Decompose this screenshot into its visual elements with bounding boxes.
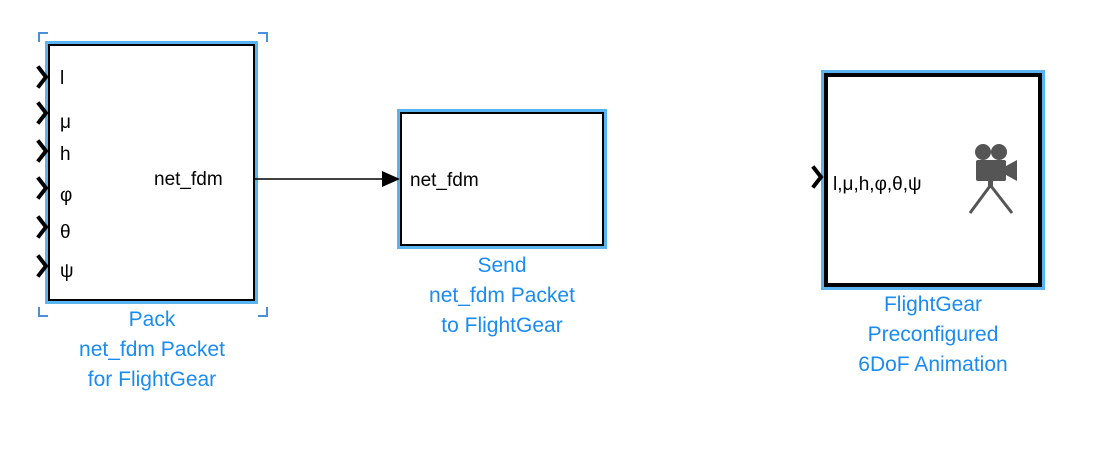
- animation-input-port[interactable]: [811, 165, 824, 189]
- signal-arrowhead: [382, 171, 400, 187]
- pack-input-port-1[interactable]: [36, 65, 49, 89]
- animation-input-label: l,μ,h,φ,θ,ψ: [833, 174, 922, 195]
- selection-handle-bottom-right[interactable]: [258, 307, 268, 317]
- pack-input-port-3[interactable]: [36, 139, 49, 163]
- animation-block-label: FlightGear Preconfigured 6DoF Animation: [813, 290, 1053, 380]
- selection-handle-top-left[interactable]: [38, 32, 48, 42]
- pack-input-label-phi: φ: [60, 185, 73, 206]
- selection-handle-bottom-left[interactable]: [38, 307, 48, 317]
- send-label-line-1: Send: [477, 254, 527, 277]
- pack-input-port-6[interactable]: [36, 254, 49, 278]
- pack-input-label-l: l: [60, 68, 65, 89]
- pack-input-label-theta: θ: [60, 222, 71, 243]
- send-input-label: net_fdm: [410, 170, 479, 191]
- pack-input-port-4[interactable]: [36, 176, 49, 200]
- pack-input-port-5[interactable]: [36, 215, 49, 239]
- animation-label-line-3: 6DoF Animation: [858, 353, 1008, 376]
- pack-input-label-h: h: [60, 144, 71, 165]
- pack-input-port-2[interactable]: [36, 101, 49, 125]
- pack-label-line-2: net_fdm Packet: [79, 338, 225, 361]
- animation-label-line-1: FlightGear: [883, 293, 983, 316]
- selection-handle-top-right[interactable]: [258, 32, 268, 42]
- pack-label-line-3: for FlightGear: [87, 368, 217, 391]
- pack-input-label-psi: ψ: [60, 261, 74, 282]
- pack-label-line-1: Pack: [128, 308, 176, 331]
- send-block[interactable]: [400, 112, 604, 246]
- send-label-line-3: to FlightGear: [441, 314, 563, 337]
- pack-input-label-mu: μ: [60, 112, 71, 133]
- pack-output-label: net_fdm: [154, 169, 223, 190]
- send-label-line-2: net_fdm Packet: [429, 284, 575, 307]
- send-block-label: Send net_fdm Packet to FlightGear: [382, 251, 622, 341]
- pack-block-label: Pack net_fdm Packet for FlightGear: [32, 305, 272, 395]
- pack-block[interactable]: [48, 44, 255, 301]
- animation-label-line-2: Preconfigured: [867, 323, 999, 346]
